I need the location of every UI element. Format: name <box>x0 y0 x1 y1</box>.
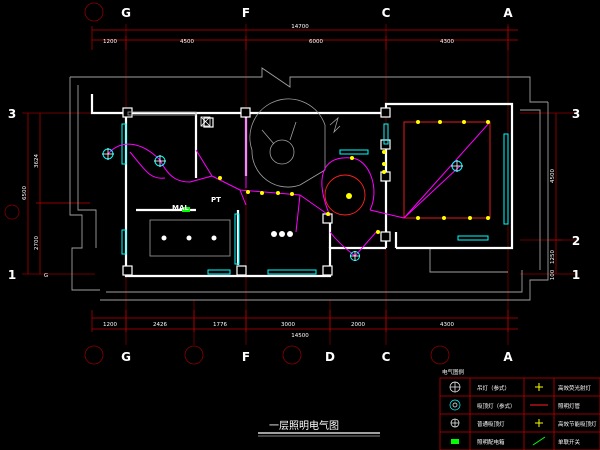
axis-left-1: 1 <box>8 268 16 282</box>
bottom-dim-5: 2000 <box>351 322 365 328</box>
axis-top-f: F <box>242 6 250 20</box>
left-dim-1: 3624 <box>34 154 40 168</box>
axis-top-g: G <box>121 6 131 20</box>
distribution-panel <box>182 207 190 212</box>
legend-item-1: 吊灯（参式） <box>477 384 510 392</box>
legend-title: 电气图例 <box>442 368 465 376</box>
right-dim-3: 100 <box>550 269 556 280</box>
axis-top-c: C <box>382 6 391 20</box>
legend-table: 电气图例 吊灯（参式） 吸顶灯（参式） 普通吸顶灯 照明配电箱 高效荧光射灯 照… <box>439 368 600 450</box>
wiring <box>107 118 491 257</box>
right-dim-1: 4500 <box>550 169 556 183</box>
left-mid-axis-circle <box>4 204 20 220</box>
axis-bottom-a: A <box>503 350 513 364</box>
right-dim-2: 1250 <box>550 250 556 264</box>
walls <box>90 94 514 278</box>
dining-pendant <box>346 193 352 199</box>
axis-bottom-c: C <box>382 350 391 364</box>
legend-item-6: 照明灯管 <box>558 402 581 410</box>
axis-bottom-f: F <box>242 350 250 364</box>
top-dim-2: 4500 <box>180 39 194 45</box>
axis-bottom-d: D <box>325 350 335 364</box>
axis-left-3: 3 <box>8 107 16 121</box>
top-dim-4: 4300 <box>440 39 454 45</box>
mal-label: MAL <box>172 204 189 212</box>
top-dim-1: 1200 <box>103 39 117 45</box>
left-small-axis-label: G <box>44 273 48 279</box>
top-dimension-chain: 14700 1200 4500 6000 4300 <box>91 24 518 50</box>
left-total-dimension: 6500 <box>22 186 28 200</box>
axis-gridlines <box>22 24 578 345</box>
axis-top-a: A <box>503 6 513 20</box>
legend-item-7: 高效节能吸顶灯 <box>558 420 597 428</box>
pt-label: PT <box>211 196 221 204</box>
ceiling-panel <box>127 111 231 257</box>
light-fixtures <box>102 116 490 261</box>
bottom-dim-4: 3000 <box>281 322 295 328</box>
bottom-total-dimension: 14500 <box>291 333 309 339</box>
legend-item-8: 单联开关 <box>558 438 581 446</box>
bottom-dim-6: 4300 <box>440 322 454 328</box>
track-light-rect <box>324 121 491 219</box>
site-outline <box>69 67 549 301</box>
bottom-dim-3: 1776 <box>213 322 227 328</box>
bottom-dim-1: 1200 <box>103 322 117 328</box>
top-dim-3: 6000 <box>309 39 323 45</box>
axis-right-1: 1 <box>572 268 580 282</box>
legend-item-2: 吸顶灯（参式） <box>477 402 516 410</box>
axis-right-3: 3 <box>572 107 580 121</box>
axis-bottom-g: G <box>121 350 131 364</box>
bottom-dimension-chain: 1200 2426 1776 3000 2000 4300 14500 <box>91 310 518 339</box>
bottom-dim-2: 2426 <box>153 322 167 328</box>
right-dimension-chain: 4500 1250 100 <box>548 113 562 280</box>
top-total-dimension: 14700 <box>291 24 309 30</box>
legend-item-4: 照明配电箱 <box>477 438 505 446</box>
left-dim-2: 2700 <box>34 236 40 250</box>
axis-bubbles: G F C A G F D C A 3 1 3 2 1 G <box>8 2 580 365</box>
drawing-title: 一层照明电气图 <box>258 419 380 437</box>
axis-right-2: 2 <box>572 234 580 248</box>
windows <box>121 123 509 275</box>
legend-item-3: 普通吸顶灯 <box>477 420 505 428</box>
drawing-title-text: 一层照明电气图 <box>269 419 339 432</box>
spiral-stair <box>249 98 341 188</box>
left-dimension-chain: 6500 3624 2700 <box>4 113 90 274</box>
legend-item-5: 高效荧光射灯 <box>558 384 592 392</box>
